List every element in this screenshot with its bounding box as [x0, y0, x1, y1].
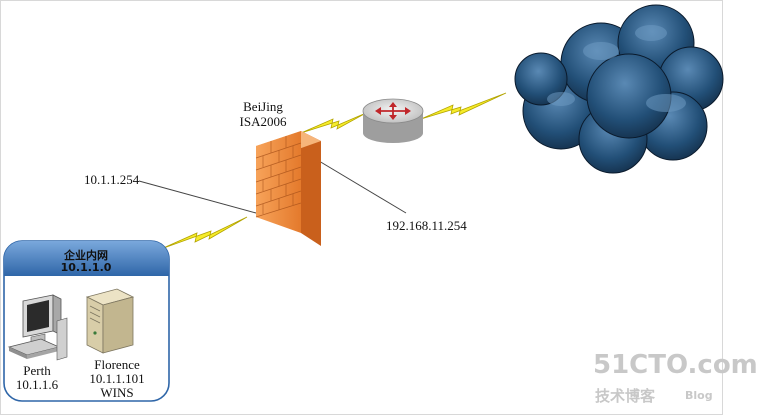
lightning-link-icon — [300, 112, 367, 134]
lan-title: 企业内网 — [64, 249, 108, 262]
watermark-tagline: 技术博客 — [595, 387, 656, 405]
cloud-icon — [514, 4, 724, 174]
lightning-link-icon — [160, 216, 248, 250]
workstation-icon — [7, 294, 68, 361]
external-ip-leader-line — [318, 160, 407, 214]
internal-ip-label: 10.1.1.254 — [84, 172, 140, 187]
server-icon — [85, 288, 135, 354]
firewall-name-label: BeiJing — [243, 99, 283, 114]
host-ip-florence: 10.1.1.101 — [89, 371, 145, 386]
host-name-perth: Perth — [23, 363, 51, 378]
watermark-blog: Blog — [685, 389, 713, 402]
internal-ip-leader-line — [138, 180, 257, 214]
router-icon — [362, 98, 424, 143]
host-ip-perth: 10.1.1.6 — [15, 377, 59, 392]
lightning-link-icon — [420, 92, 507, 120]
host-role-florence: WINS — [100, 385, 134, 400]
host-name-florence: Florence — [94, 357, 140, 372]
lan-group-box — [3, 240, 170, 402]
watermark-brand: 51CTO.com — [593, 350, 758, 380]
diagram-canvas — [3, 4, 724, 402]
firewall-model-label: ISA2006 — [239, 114, 287, 129]
lan-subnet: 10.1.1.0 — [60, 261, 112, 274]
external-ip-label: 192.168.11.254 — [386, 218, 467, 233]
firewall-icon — [255, 131, 321, 246]
